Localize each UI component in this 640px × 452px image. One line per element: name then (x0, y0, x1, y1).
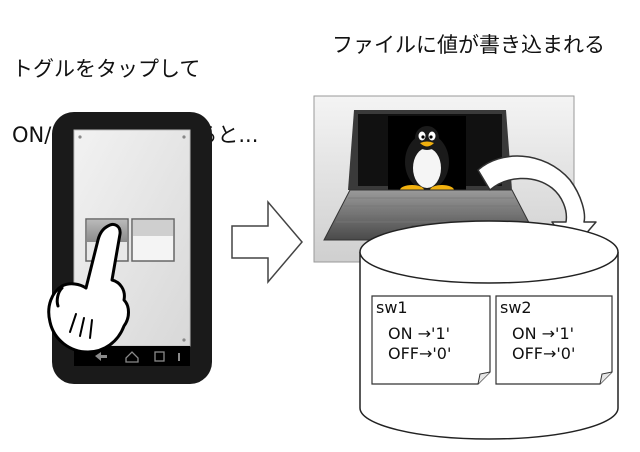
back-icon[interactable] (95, 352, 107, 361)
file-sw1-off: OFF→'0' (388, 344, 452, 363)
file-sw2-off: OFF→'0' (512, 344, 576, 363)
file-sw2 (495, 295, 613, 385)
home-icon[interactable] (125, 351, 139, 363)
file-sw2-name: sw2 (500, 298, 532, 317)
pointing-hand-icon (47, 222, 130, 354)
heading-left-line1: トグルをタップして (12, 57, 201, 81)
file-sw1-on: ON →'1' (388, 324, 451, 343)
recent-apps-icon[interactable] (154, 351, 165, 362)
smartphone (47, 112, 212, 384)
file-sw1 (371, 295, 491, 385)
heading-right: ファイルに値が書き込まれる (332, 33, 605, 57)
file-sw1-name: sw1 (376, 298, 408, 317)
file-sw2-on: ON →'1' (512, 324, 575, 343)
linux-penguin-icon (400, 126, 454, 195)
flow-arrow (231, 199, 303, 285)
toggle-switch-off[interactable] (131, 218, 175, 262)
phone-nav-bar (74, 346, 190, 366)
